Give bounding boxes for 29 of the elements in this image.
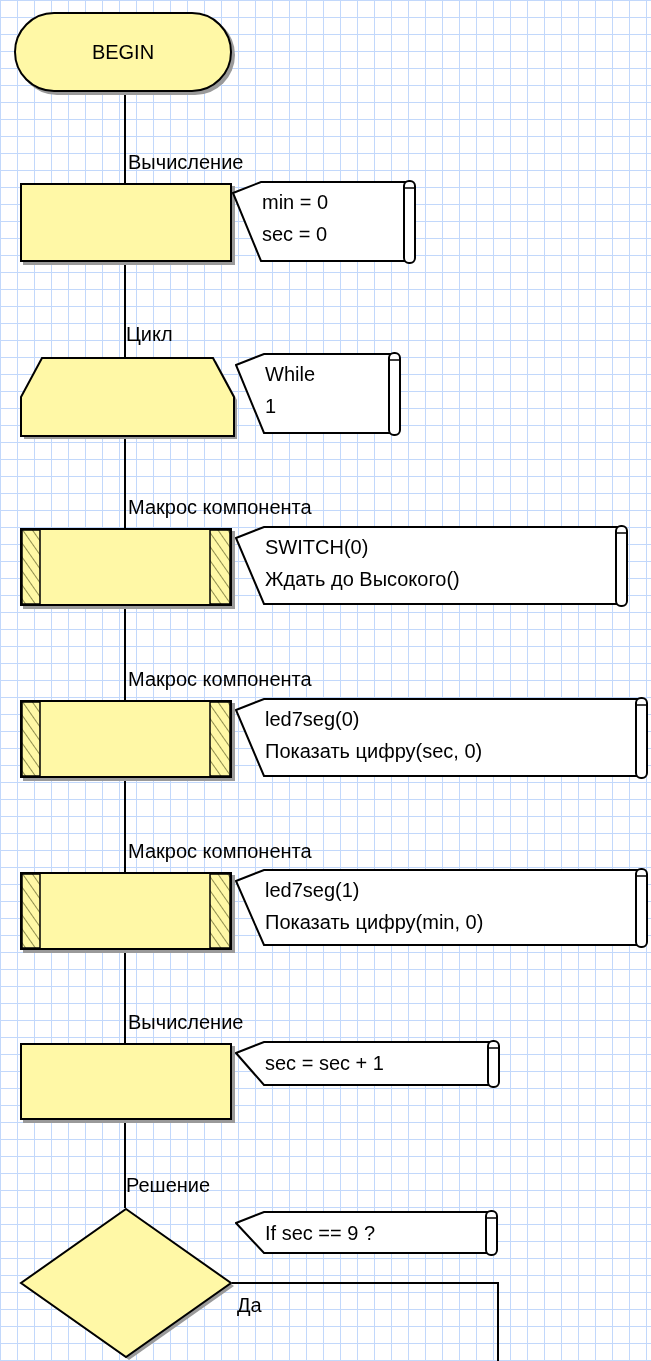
code-line: sec = 0 — [262, 222, 329, 247]
code-line: Ждать до Высокого() — [265, 567, 460, 592]
code-line: 1 — [265, 394, 278, 419]
block-heading: Макрос компонента — [128, 839, 312, 863]
code-line: If sec == 9 ? — [265, 1221, 376, 1246]
callout-scroll — [235, 1040, 501, 1088]
block-heading: Макрос компонента — [128, 495, 312, 519]
callout-scroll — [235, 525, 629, 607]
code-line: SWITCH(0) — [265, 535, 370, 560]
code-line: sec = sec + 1 — [265, 1051, 384, 1076]
block-heading: Вычисление — [128, 1010, 244, 1034]
callout-scroll — [235, 1210, 499, 1256]
block-heading: Макрос компонента — [128, 667, 312, 691]
block-heading: Вычисление — [128, 150, 244, 174]
code-line: led7seg(1) — [265, 878, 361, 903]
edge-label: Да — [237, 1293, 262, 1317]
code-line: Показать цифру(sec, 0) — [265, 739, 483, 764]
code-line: min = 0 — [262, 190, 329, 215]
callout-scroll — [232, 180, 417, 264]
terminal-pill: BEGIN — [14, 12, 232, 92]
code-line: While — [265, 362, 315, 387]
callout-scroll — [235, 352, 402, 436]
code-line: Показать цифру(min, 0) — [265, 910, 484, 935]
callout-scroll — [235, 697, 649, 779]
block-heading: Цикл — [126, 322, 173, 346]
callout-scroll — [235, 868, 649, 948]
connector-line — [231, 1282, 499, 1361]
block-heading: Решение — [126, 1173, 211, 1197]
code-line: led7seg(0) — [265, 707, 361, 732]
